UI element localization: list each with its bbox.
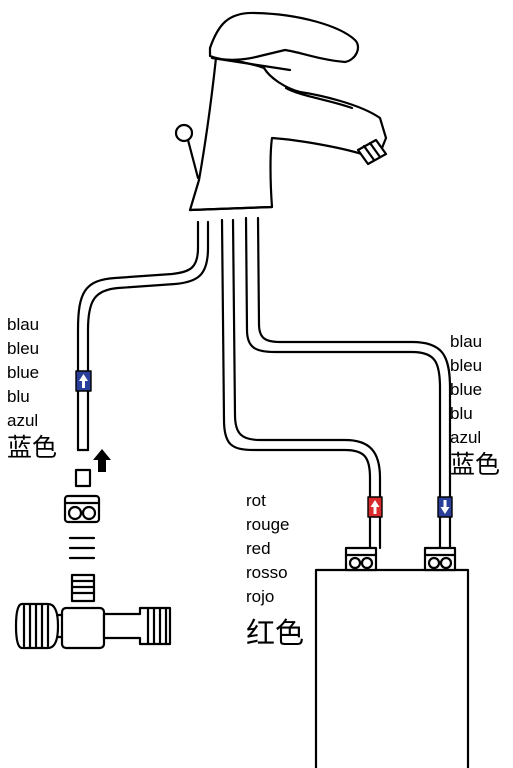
color-label-cjk: 蓝色: [450, 450, 501, 479]
color-label-cjk: 红色: [246, 616, 305, 650]
right-cold-labels: blau bleu blue blu azul 蓝色: [450, 330, 500, 480]
color-label: rot: [246, 491, 266, 510]
color-label: rosso: [246, 563, 288, 582]
faucet-body: [188, 56, 388, 212]
cold-inlet-nut: [423, 546, 457, 572]
faucet-base-line: [188, 205, 274, 212]
right-cold-tag: [437, 496, 453, 518]
cold-hose-right: [244, 216, 452, 550]
color-label: blu: [450, 404, 473, 423]
left-cold-labels: blau bleu blue blu azul 蓝色: [7, 313, 57, 463]
olive-ring: [68, 536, 96, 560]
hot-tag: [367, 496, 383, 518]
color-label: rojo: [246, 587, 275, 606]
water-heater-unit: [314, 568, 470, 768]
spout-ridge: [284, 86, 354, 110]
popup-rod-knob[interactable]: [174, 123, 194, 143]
color-label: blau: [7, 315, 40, 334]
up-arrow-icon: [93, 449, 111, 472]
lever-seam: [210, 56, 292, 72]
hot-labels: rot rouge red rosso rojo 红色: [246, 489, 304, 651]
color-label: red: [246, 539, 271, 558]
color-label-cjk: 蓝色: [7, 433, 58, 462]
cold-hose-left: [76, 220, 210, 452]
color-label: bleu: [7, 339, 40, 358]
left-cold-tag: [75, 370, 92, 392]
compression-nut: [63, 494, 101, 524]
color-label: blue: [7, 363, 40, 382]
hose-end-fitting: [74, 468, 92, 488]
color-label: blau: [450, 332, 483, 351]
angle-valve[interactable]: [14, 573, 172, 650]
aerator-line: [368, 141, 382, 159]
color-label: blu: [7, 387, 30, 406]
faucet-lever[interactable]: [208, 11, 360, 64]
popup-rod[interactable]: [186, 138, 200, 180]
faucet: [174, 11, 388, 212]
hot-hose: [220, 218, 382, 550]
color-label: blue: [450, 380, 483, 399]
hot-outlet-nut: [344, 546, 378, 572]
valve-body: [60, 606, 106, 650]
color-label: rouge: [246, 515, 290, 534]
color-label: azul: [7, 411, 39, 430]
color-label: bleu: [450, 356, 483, 375]
aerator-line: [362, 144, 376, 162]
color-label: azul: [450, 428, 482, 447]
